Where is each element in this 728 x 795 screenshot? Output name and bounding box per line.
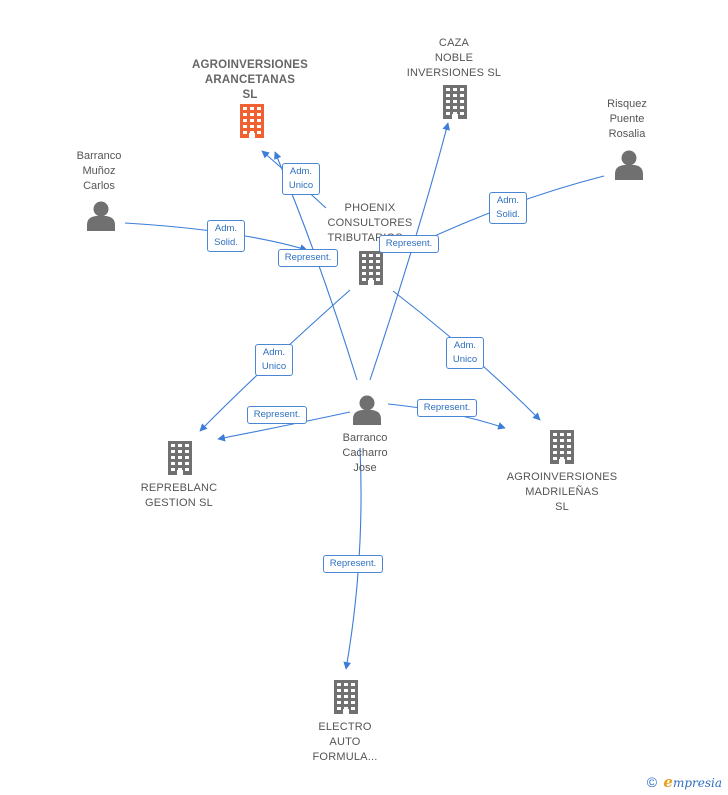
brand-name: empresia	[663, 773, 722, 791]
edge-label-barranco_cacharro-to-agroinversiones_madrilenas: Represent.	[416, 399, 478, 417]
person-icon-barranco_cacharro[interactable]	[353, 395, 381, 430]
edge-barranco_cacharro-to-repreblanc	[217, 411, 351, 442]
edge-label-barranco_cacharro-to-repreblanc: Represent.	[246, 406, 308, 424]
building-icon-caza_noble[interactable]	[442, 85, 468, 124]
copyright-symbol: ©	[646, 774, 658, 790]
person-icon-barranco_munoz[interactable]	[87, 201, 115, 236]
person-icon-risquez[interactable]	[615, 150, 643, 185]
building-icon-agroinversiones_madrilenas[interactable]	[549, 430, 575, 469]
node-label-barranco_munoz[interactable]: Barranco Muñoz Carlos	[76, 150, 122, 192]
node-label-agroinversiones_madrilenas[interactable]: AGROINVERSIONES MADRILEÑAS SL	[506, 471, 618, 513]
node-label-agroinversiones_arancetanas[interactable]: AGROINVERSIONES ARANCETANAS SL	[191, 59, 309, 101]
node-label-risquez[interactable]: Risquez Puente Rosalia	[607, 98, 647, 140]
node-label-repreblanc[interactable]: REPREBLANC GESTION SL	[140, 482, 218, 509]
edge-label-barranco_cacharro-to-caza_noble: Represent.	[378, 235, 440, 253]
edge-label-barranco_cacharro-to-electro_auto: Represent.	[322, 555, 384, 573]
edge-label-phoenix-to-agroinversiones_arancetanas: Adm. Unico	[281, 163, 321, 195]
building-icon-repreblanc[interactable]	[167, 441, 193, 480]
edge-label-risquez-to-phoenix: Adm. Solid.	[489, 192, 527, 224]
empresia-logo: © empresia	[647, 773, 722, 791]
node-label-caza_noble[interactable]: CAZA NOBLE INVERSIONES SL	[406, 37, 502, 79]
node-label-electro_auto[interactable]: ELECTRO AUTO FORMULA...	[312, 721, 378, 763]
edge-label-barranco_munoz-to-phoenix: Adm. Solid.	[207, 220, 245, 252]
edge-label-phoenix-to-repreblanc: Adm. Unico	[254, 344, 294, 376]
edge-label-phoenix-to-agroinversiones_madrilenas: Adm. Unico	[445, 337, 485, 369]
building-icon-phoenix[interactable]	[358, 251, 384, 290]
building-icon-electro_auto[interactable]	[333, 680, 359, 719]
node-label-barranco_cacharro[interactable]: Barranco Cacharro Jose	[342, 432, 388, 474]
building-icon-agroinversiones_arancetanas[interactable]	[239, 104, 265, 143]
edge-label-barranco_cacharro-to-agroinversiones_arancetanas: Represent.	[277, 249, 339, 267]
